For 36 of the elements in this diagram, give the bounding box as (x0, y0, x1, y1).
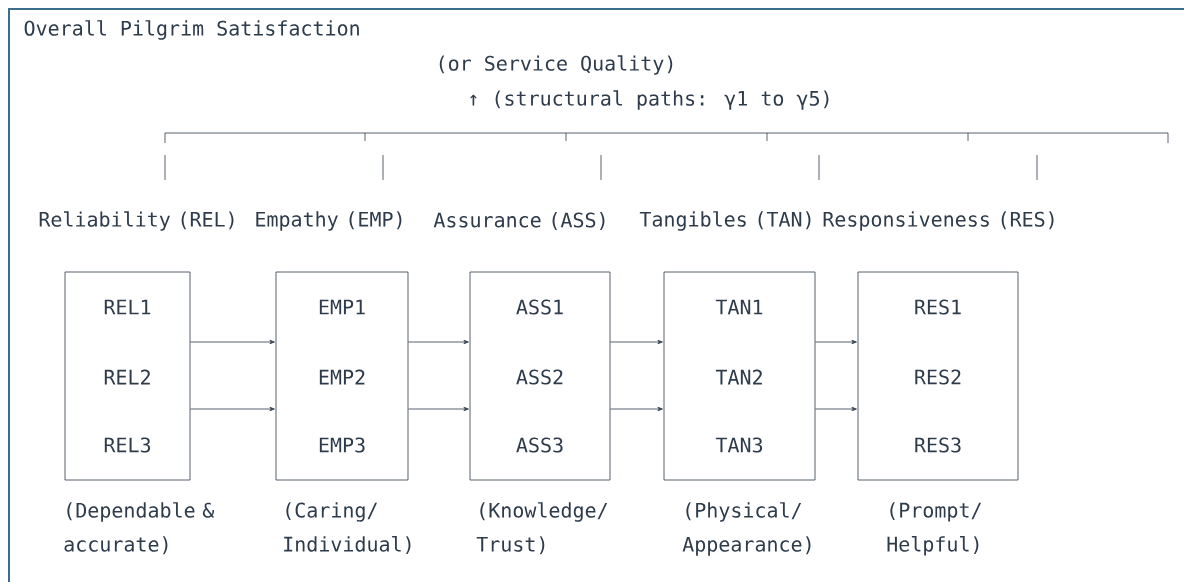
item-label: TAN1 (715, 299, 763, 315)
item-label: ASS3 (516, 437, 563, 453)
label-text: (or Service Quality) (439, 55, 673, 75)
arrow (190, 406, 275, 412)
construct-heading: Assurance (ASS) (433, 212, 605, 230)
item-label: REL2 (104, 369, 150, 385)
item-label: RES2 (915, 369, 961, 385)
arrow (610, 339, 663, 345)
arrow (815, 406, 857, 412)
arrow (408, 339, 469, 345)
construct-heading: Reliability (REL) (39, 211, 234, 231)
item-label: REL3 (104, 437, 151, 453)
item-label: EMP3 (319, 437, 365, 453)
description-text: (Physical/ Appearance) (682, 502, 811, 556)
arrow (815, 339, 857, 345)
item-label: TAN2 (715, 369, 762, 385)
item-label: TAN3 (715, 437, 763, 453)
item-label: EMP1 (319, 299, 365, 315)
item-label: REL1 (104, 299, 151, 315)
arrow (190, 339, 275, 345)
construct-heading: Responsiveness (RES) (823, 211, 1054, 231)
item-label: RES1 (915, 299, 961, 315)
arrow (610, 406, 663, 412)
item-label: EMP2 (319, 369, 365, 385)
construct-heading: Empathy (EMP) (256, 211, 402, 231)
description-text: (Caring/ Individual) (284, 502, 411, 555)
title: Overall Pilgrim Satisfaction (24, 20, 359, 40)
description-text: (Dependable & accurate) (64, 502, 215, 555)
arrow (408, 406, 469, 412)
item-label: ASS1 (516, 299, 563, 315)
construct-heading: Tangibles (TAN) (639, 211, 811, 231)
description-text: (Prompt/ Helpful) (887, 502, 982, 556)
description-text: (Knowledge/ Trust) (476, 502, 608, 555)
item-label: ASS2 (516, 369, 563, 385)
label-text: ↑ (structural paths: γ1 to γ5) (470, 90, 829, 110)
item-label: RES3 (915, 437, 961, 453)
